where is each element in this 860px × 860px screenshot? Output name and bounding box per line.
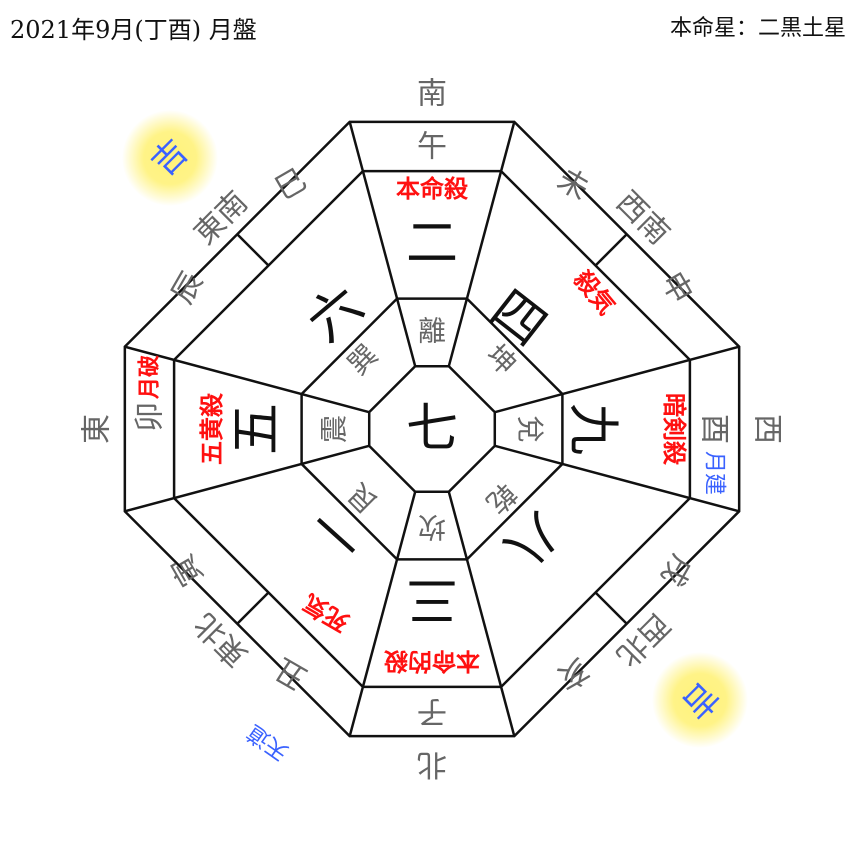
branch-label: 午: [417, 130, 447, 165]
annotation-label-group: 殺気: [568, 265, 620, 320]
honmeisei-label: 本命星：二黒土星: [669, 16, 846, 41]
star-number: 三: [406, 569, 458, 629]
star-number-group: 五: [227, 403, 287, 455]
direction-label-group: 北: [417, 747, 447, 782]
luck-mark: 天道: [243, 719, 293, 765]
branch-label-group: 午: [417, 130, 447, 165]
branch-label-group: 申: [654, 266, 699, 309]
extra-annotation: 月建: [702, 451, 727, 495]
chart-title: 2021年9月(丁酉) 月盤: [10, 16, 257, 44]
star-number-group: 三: [406, 569, 458, 629]
annotation-label: 本命殺: [396, 175, 469, 203]
annotation-label: 殺気: [568, 265, 620, 320]
trigram-label: 震: [318, 415, 351, 443]
direction-label-group: 西: [750, 414, 785, 444]
direction-label-group: 東: [80, 414, 115, 444]
trigram-label: 兌: [514, 415, 547, 443]
branch-label: 亥: [551, 651, 594, 696]
branch-label: 未: [551, 162, 594, 207]
branch-label-group: 寅: [165, 548, 210, 591]
branch-label-group: 丑: [269, 651, 312, 696]
luck-glow: [122, 110, 218, 206]
center-star: 七: [406, 399, 458, 459]
branch-label: 子: [417, 694, 447, 729]
luck-mark-group: 天道: [243, 719, 293, 765]
branch-label-group: 酉: [697, 414, 732, 444]
direction-label: 南: [417, 77, 447, 112]
trigram-label: 巽: [341, 338, 384, 381]
branch-label-group: 辰: [165, 266, 210, 309]
branch-label: 酉: [697, 414, 732, 444]
direction-label: 東: [80, 414, 115, 444]
sector-divider: [124, 444, 370, 513]
trigram-label: 離: [418, 315, 446, 348]
trigram-label-group: 兌: [514, 415, 547, 443]
star-number: 九: [562, 403, 622, 455]
sector-divider: [348, 491, 417, 737]
extra-annotation: 月破: [137, 355, 163, 400]
star-number: 四: [479, 279, 557, 358]
star-number: 五: [227, 403, 287, 455]
annotation-label: 本命的殺: [383, 647, 480, 675]
branch-label: 寅: [165, 548, 210, 591]
annotation-label-group: 本命的殺: [383, 647, 480, 675]
star-number: 二: [406, 214, 458, 274]
extra-annotation-group: 月建: [702, 451, 727, 495]
trigram-label: 乾: [480, 477, 523, 520]
annotation-label: 五黄殺: [198, 392, 226, 465]
direction-label-group: 南: [417, 77, 447, 112]
star-number-group: 二: [406, 214, 458, 274]
luck-glow: [652, 652, 748, 748]
sector-divider: [447, 121, 516, 367]
trigram-label: 坎: [418, 511, 446, 544]
sector-divider: [447, 491, 516, 737]
branch-label-group: 戌: [654, 548, 699, 591]
branch-divider: [594, 591, 628, 625]
branch-label: 申: [654, 266, 699, 309]
branch-label: 丑: [269, 651, 312, 696]
annotation-label-group: 五黄殺: [198, 392, 226, 465]
branch-label-group: 子: [417, 694, 447, 729]
trigram-label-group: 離: [418, 315, 446, 348]
branch-label-group: 亥: [551, 651, 594, 696]
branch-label: 辰: [165, 266, 210, 309]
extra-annotation-group: 月破: [137, 355, 163, 400]
branch-label: 戌: [654, 548, 699, 591]
annotation-label-group: 本命殺: [396, 175, 469, 203]
branch-label-group: 未: [551, 162, 594, 207]
branch-divider: [594, 233, 628, 267]
branch-label-group: 巳: [269, 162, 312, 207]
trigram-label-group: 震: [318, 415, 351, 443]
direction-label: 北: [417, 747, 447, 782]
branch-divider: [236, 233, 270, 267]
sector-divider: [348, 121, 417, 367]
sector-divider: [494, 444, 740, 513]
trigram-label-group: 乾: [480, 477, 523, 520]
annotation-label: 暗剣殺: [660, 393, 688, 466]
branch-divider: [236, 591, 270, 625]
sector-divider: [124, 345, 370, 414]
trigram-label-group: 坎: [418, 511, 446, 544]
direction-label: 西: [750, 414, 785, 444]
trigram-label-group: 巽: [341, 338, 384, 381]
branch-label-group: 卯: [133, 402, 168, 432]
branch-label: 巳: [269, 162, 312, 207]
annotation-label-group: 暗剣殺: [660, 393, 688, 466]
star-number-group: 四: [479, 279, 557, 358]
branch-label: 卯: [133, 402, 168, 432]
star-number-group: 九: [562, 403, 622, 455]
sector-divider: [494, 345, 740, 414]
